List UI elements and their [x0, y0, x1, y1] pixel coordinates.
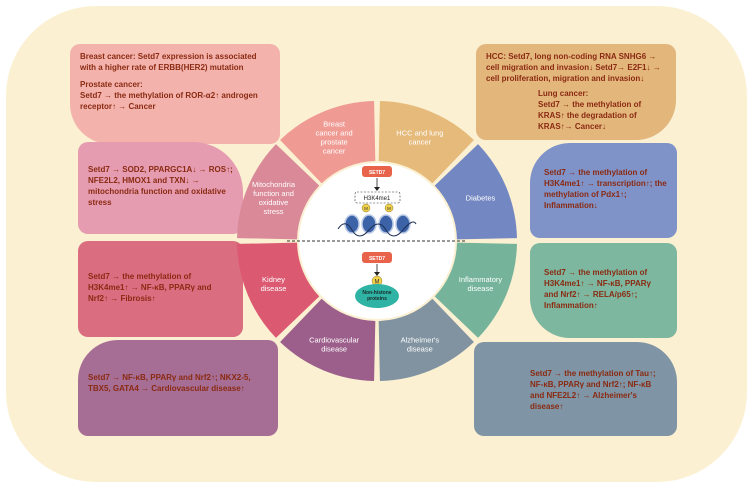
dna-strand — [337, 221, 417, 237]
box-mito: Setd7 → SOD2, PPARGC1A↓ → ROS↑; NFE2L2, … — [78, 142, 243, 234]
setd7-top-pill — [362, 166, 392, 177]
nonhistone-text-2: proteins — [367, 296, 387, 302]
kidney-text: Setd7 → the methylation of H3K4me1↑ → NF… — [88, 272, 212, 303]
setd7-top-text: SETD7 — [369, 170, 385, 176]
nonhistone-blob — [355, 284, 399, 308]
cardio-text: Setd7 → NF-κB, PPARγ and Nrf2↑; NKX2-5, … — [88, 373, 251, 393]
segment-cardio — [280, 298, 376, 381]
arrow-bottom-head — [374, 272, 380, 276]
methyl-mark-2 — [384, 203, 394, 213]
box-alzheimer: Setd7 → the methylation of Tau↑; NF-κB, … — [474, 342, 677, 436]
inflammatory-text: Setd7 → the methylation of H3K4me1↑ → NF… — [544, 268, 652, 310]
diabetes-text: Setd7 → the methylation of H3K4me1↑ → tr… — [544, 168, 667, 210]
segment-kidney — [237, 242, 320, 338]
box-diabetes: Setd7 → the methylation of H3K4me1↑ → tr… — [530, 143, 677, 238]
prostate-text: Setd7 → the methylation of ROR-α2↑ andro… — [80, 91, 258, 111]
box-breast-prostate: Breast cancer: Setd7 expression is assoc… — [70, 44, 280, 144]
alzheimer-text: Setd7 → the methylation of Tau↑; NF-κB, … — [530, 369, 656, 411]
segment-label-diabetes: Diabetes — [466, 194, 496, 203]
nonhistone-text-1: Non-histone — [362, 290, 391, 296]
methyl-mark-1 — [361, 203, 371, 213]
breast-text: Breast cancer: Setd7 expression is assoc… — [80, 52, 257, 72]
setd7-bottom-text: SETD7 — [369, 256, 385, 262]
segment-hcc — [378, 101, 474, 184]
segment-alzheimer — [378, 298, 474, 381]
lung-title: Lung cancer: — [538, 89, 589, 98]
h3k4me1-text: H3K4me1 — [364, 196, 391, 202]
methyl-mark-3-text: M — [375, 280, 380, 286]
nonhistone-group: SETD7 M Non-histone proteins — [355, 252, 399, 308]
segment-mito — [237, 144, 320, 240]
nucleosome-group: SETD7 H3K4me1 M M — [337, 166, 417, 237]
lung-text: Setd7 → the methylation of KRAS↑ the deg… — [538, 100, 642, 131]
nucleosome-4 — [395, 214, 411, 234]
segment-breast — [280, 101, 376, 184]
methyl-mark-2-text: M — [387, 206, 391, 211]
arrow-top-head — [374, 187, 380, 191]
segment-diabetes — [434, 144, 517, 240]
h3k4me1-box — [354, 191, 401, 204]
hcc-text: HCC: Setd7, long non-coding RNA SNHG6 → … — [486, 52, 661, 83]
box-inflammatory: Setd7 → the methylation of H3K4me1↑ → NF… — [530, 243, 677, 338]
methyl-mark-1-text: M — [364, 206, 368, 211]
segment-inflammatory — [434, 242, 517, 338]
box-cardio: Setd7 → NF-κB, PPARγ and Nrf2↑; NKX2-5, … — [78, 340, 278, 436]
mito-text: Setd7 → SOD2, PPARGC1A↓ → ROS↑; NFE2L2, … — [88, 165, 233, 207]
setd7-bottom-pill — [362, 252, 392, 263]
box-hcc-lung: HCC: Setd7, long non-coding RNA SNHG6 → … — [476, 44, 676, 140]
prostate-title: Prostate cancer: — [80, 80, 143, 89]
box-kidney: Setd7 → the methylation of H3K4me1↑ → NF… — [78, 241, 243, 337]
